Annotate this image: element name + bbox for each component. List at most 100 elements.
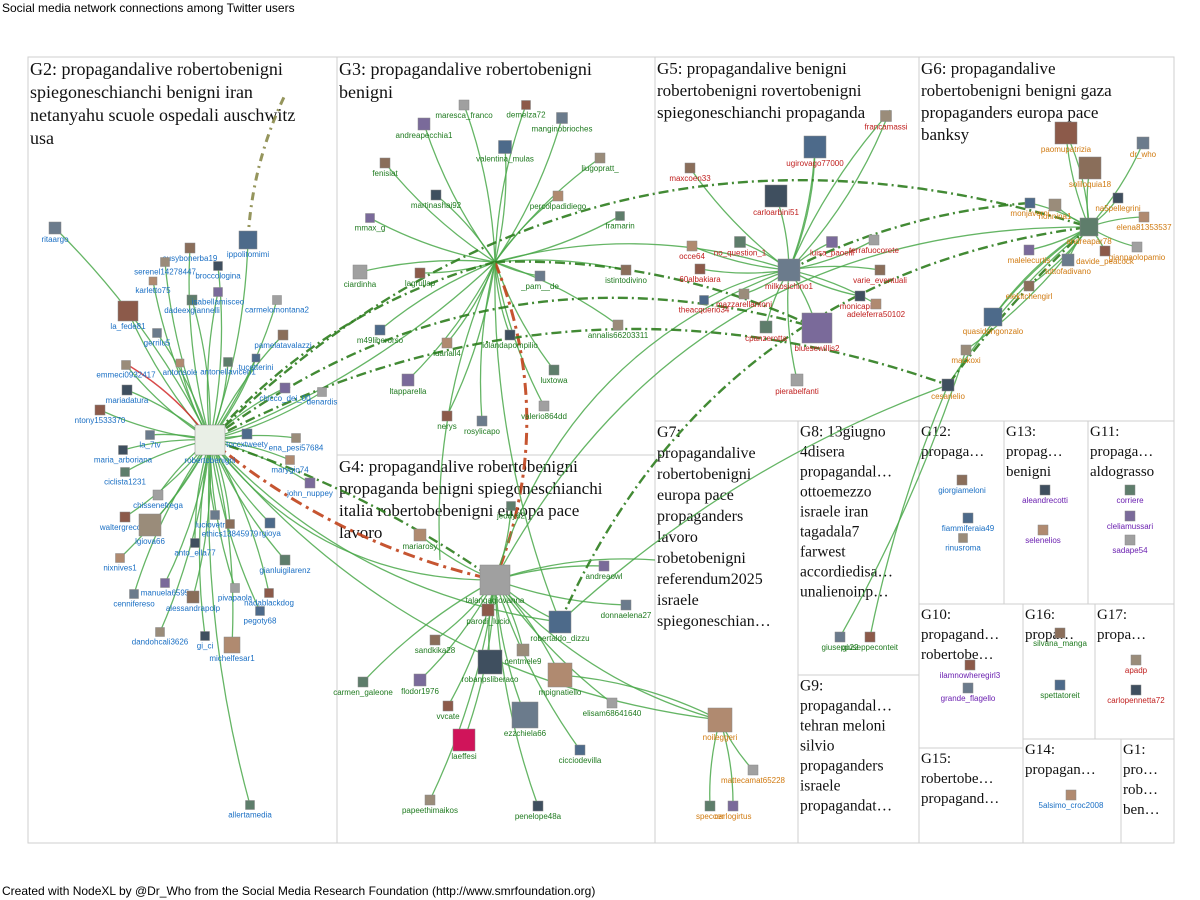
node[interactable]: cesarielio: [931, 378, 965, 401]
node-avatar[interactable]: [479, 564, 511, 596]
node[interactable]: aleandrecotti: [1022, 484, 1068, 505]
node[interactable]: fenisiat: [372, 157, 398, 178]
node-avatar[interactable]: [962, 512, 974, 524]
node[interactable]: talangagiovanna: [466, 564, 525, 605]
node-avatar[interactable]: [413, 673, 427, 687]
node-avatar[interactable]: [481, 603, 495, 617]
node[interactable]: gianluigilarenz: [259, 554, 311, 575]
node-avatar[interactable]: [1124, 484, 1136, 496]
node-avatar[interactable]: [441, 410, 453, 422]
node-avatar[interactable]: [264, 588, 274, 598]
node[interactable]: robertobenigni: [184, 424, 236, 465]
node[interactable]: rosylicapo: [464, 415, 501, 436]
node-avatar[interactable]: [870, 298, 882, 310]
node[interactable]: carmelomontana2: [245, 295, 310, 315]
node[interactable]: vvcate: [436, 700, 460, 721]
node[interactable]: dadeexgiannelli: [164, 294, 220, 315]
node[interactable]: marygio74: [271, 455, 309, 475]
node-avatar[interactable]: [119, 511, 131, 523]
node-avatar[interactable]: [1130, 654, 1142, 666]
node-avatar[interactable]: [615, 211, 625, 221]
node[interactable]: carmen_galeone: [333, 676, 393, 697]
node-avatar[interactable]: [304, 477, 316, 489]
node[interactable]: _pam__de: [520, 270, 559, 291]
node[interactable]: corriere: [1116, 484, 1144, 505]
node-avatar[interactable]: [245, 800, 255, 810]
node-avatar[interactable]: [686, 240, 698, 252]
node-avatar[interactable]: [155, 627, 165, 637]
node[interactable]: michelfesar1: [209, 636, 255, 663]
node[interactable]: davide_peacock: [1076, 245, 1135, 266]
node-avatar[interactable]: [264, 517, 276, 529]
node-avatar[interactable]: [511, 701, 539, 729]
node-avatar[interactable]: [704, 800, 716, 812]
node[interactable]: sandkika28: [415, 634, 456, 655]
node[interactable]: ntony1533370: [75, 404, 126, 425]
node-avatar[interactable]: [374, 324, 386, 336]
node[interactable]: luciovetrillo: [195, 510, 235, 530]
node[interactable]: nixnives1: [103, 553, 137, 573]
node[interactable]: robanpsliberaco: [462, 649, 519, 684]
node-avatar[interactable]: [148, 276, 158, 286]
node[interactable]: emmeci0932417: [96, 360, 156, 380]
node[interactable]: maresca_franco: [435, 99, 493, 120]
node[interactable]: luisa_paoelli: [810, 236, 854, 258]
node-avatar[interactable]: [417, 117, 431, 131]
node[interactable]: occe64: [679, 240, 705, 261]
node[interactable]: spettatoreit: [1040, 679, 1081, 700]
node[interactable]: laeffesi: [451, 728, 477, 761]
node-avatar[interactable]: [1054, 121, 1078, 145]
node[interactable]: soliloquia18: [1069, 156, 1112, 189]
node[interactable]: ippolitomimi: [227, 230, 269, 259]
node-avatar[interactable]: [777, 258, 801, 282]
node[interactable]: karletto75: [135, 276, 171, 295]
node[interactable]: mariarosy: [402, 528, 438, 551]
node-avatar[interactable]: [186, 294, 198, 306]
node[interactable]: waltergreco65: [99, 511, 151, 532]
node[interactable]: m49liberorso: [357, 324, 404, 345]
node-avatar[interactable]: [213, 261, 223, 271]
node-avatar[interactable]: [1136, 136, 1150, 150]
node-avatar[interactable]: [365, 213, 375, 223]
node-avatar[interactable]: [117, 300, 139, 322]
node[interactable]: broccologina: [195, 261, 241, 281]
node[interactable]: carloarbini51: [753, 184, 799, 217]
node[interactable]: rgioya: [259, 517, 281, 538]
node[interactable]: pamelatavalazzi: [254, 329, 312, 350]
node[interactable]: isabellamisceo: [192, 287, 245, 307]
node[interactable]: paomupatrizia: [1041, 121, 1092, 154]
node-avatar[interactable]: [498, 140, 512, 154]
node[interactable]: mazzarellantoni: [716, 288, 772, 309]
node[interactable]: toccxtweety: [226, 428, 268, 449]
node[interactable]: liugopratt_: [581, 152, 619, 173]
node-avatar[interactable]: [210, 510, 220, 520]
node[interactable]: nerys: [437, 410, 457, 431]
node-avatar[interactable]: [477, 649, 503, 675]
node-avatar[interactable]: [120, 467, 130, 477]
node[interactable]: ugirovago77000: [786, 135, 844, 168]
node[interactable]: andreapar78: [1066, 217, 1112, 246]
node[interactable]: valentina_mulas: [476, 140, 534, 164]
node-avatar[interactable]: [121, 360, 131, 370]
node[interactable]: francamassi: [864, 110, 908, 132]
node-avatar[interactable]: [291, 433, 301, 443]
node[interactable]: giusepp22: [822, 631, 859, 652]
node[interactable]: 60albakiara: [679, 263, 721, 284]
node[interactable]: valerio864dd: [521, 400, 567, 421]
node-avatar[interactable]: [194, 424, 226, 456]
node[interactable]: donnaelena27: [601, 599, 652, 620]
node[interactable]: ezzchiela66: [504, 701, 547, 738]
node-avatar[interactable]: [532, 800, 544, 812]
node[interactable]: elisam68641640: [583, 697, 642, 718]
node[interactable]: apadp: [1125, 654, 1148, 675]
node[interactable]: chissenefrega: [133, 489, 183, 510]
node-avatar[interactable]: [962, 682, 974, 694]
node-avatar[interactable]: [1099, 245, 1111, 257]
node[interactable]: manuela6595: [141, 578, 190, 598]
node[interactable]: susybonerba19: [163, 242, 218, 263]
node-avatar[interactable]: [115, 553, 125, 563]
node[interactable]: flodor1976: [401, 673, 439, 696]
node[interactable]: maria_arboriana: [94, 445, 153, 465]
node[interactable]: cleliamussari: [1107, 510, 1153, 531]
